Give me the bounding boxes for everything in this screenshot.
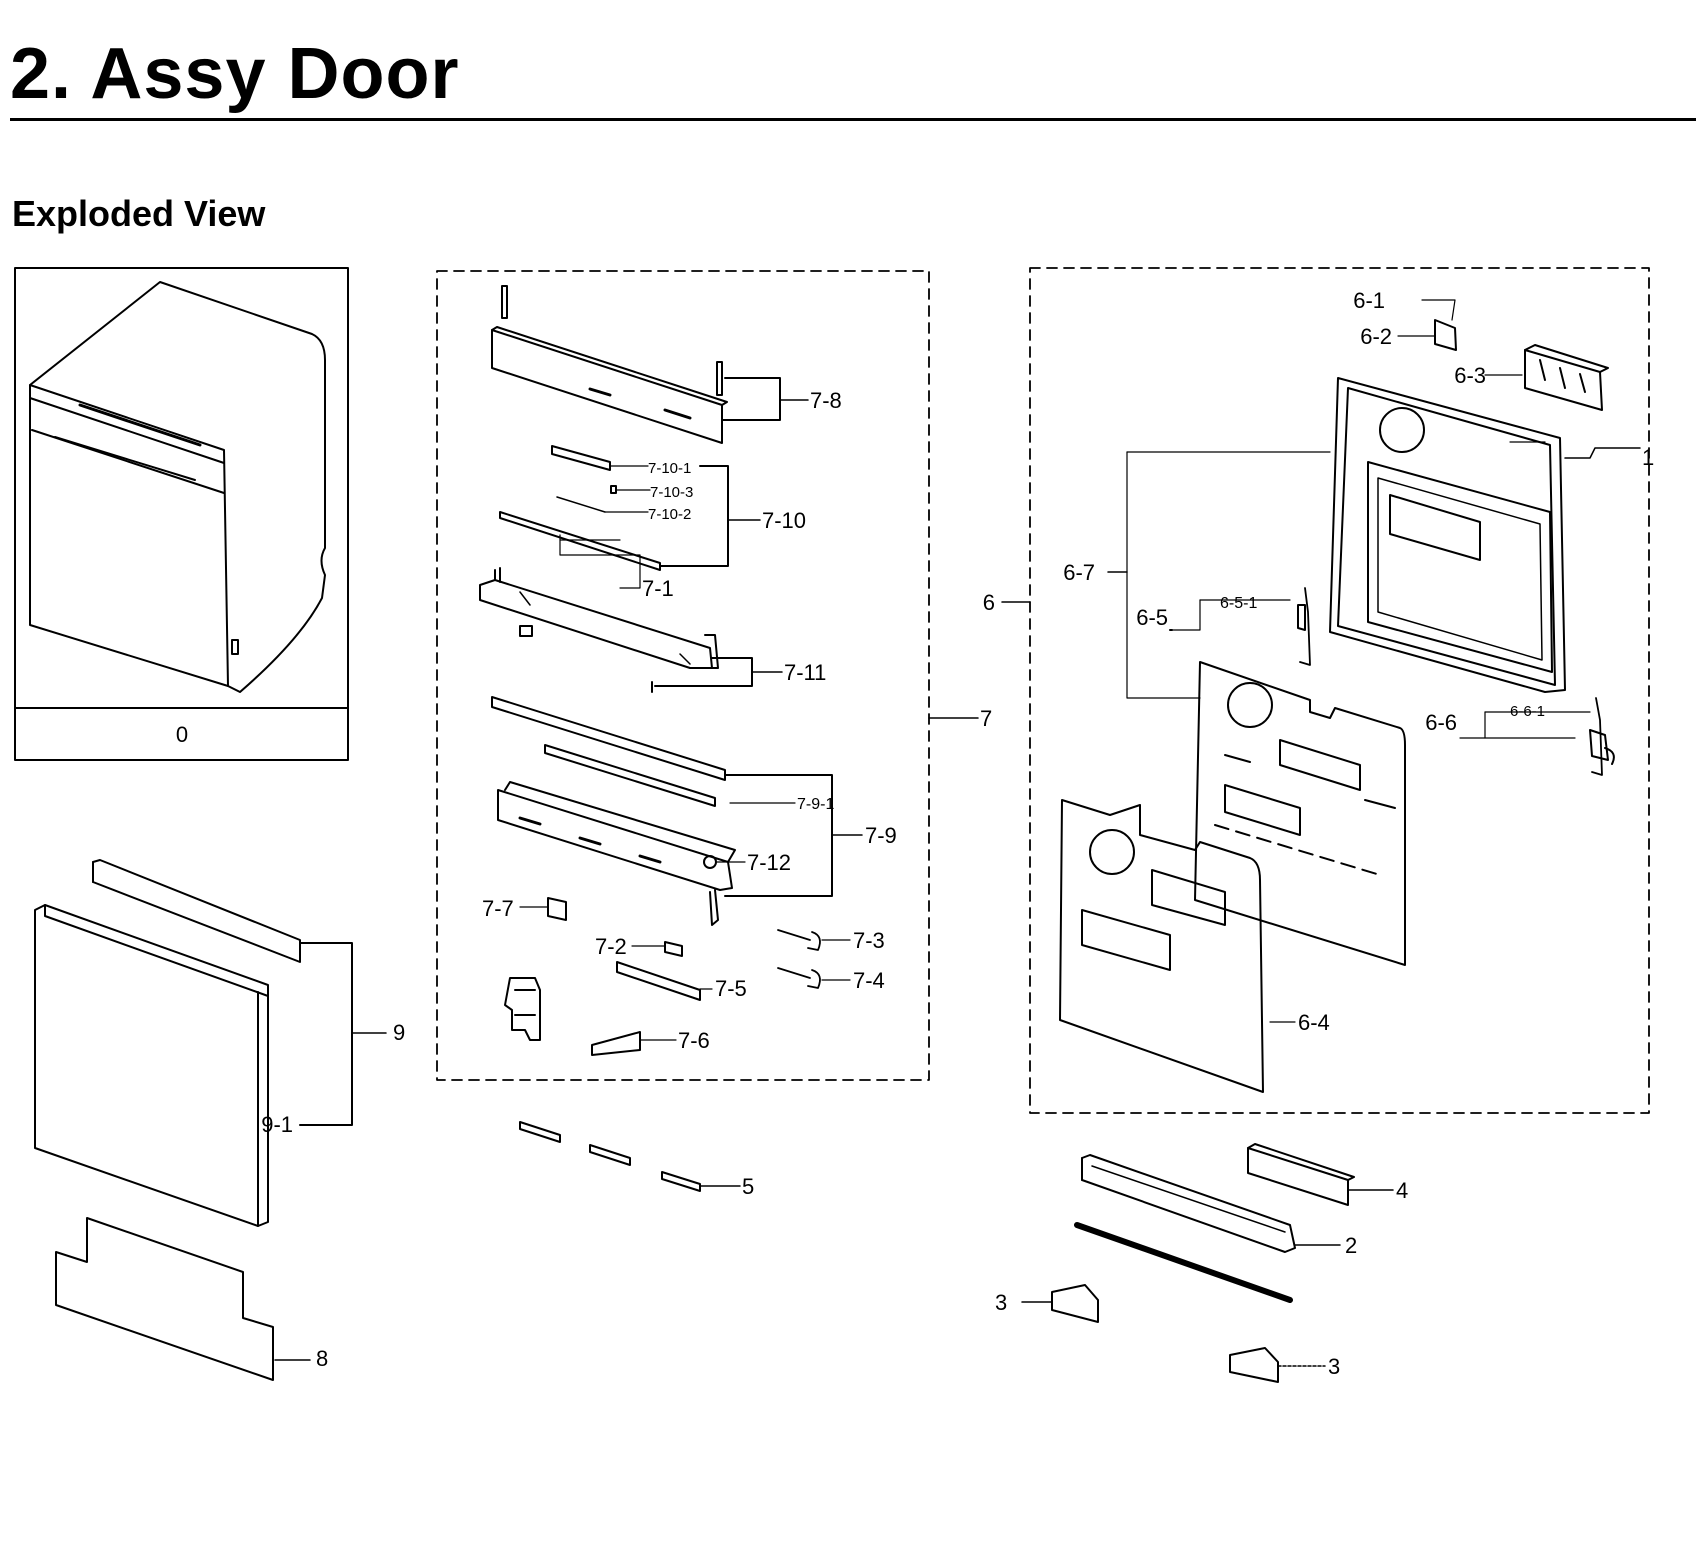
label-7-12: 7-12	[747, 850, 791, 875]
label-5: 5	[742, 1174, 754, 1199]
label-8: 8	[316, 1346, 328, 1371]
label-9: 9	[393, 1020, 405, 1045]
label-6-5: 6-5	[1136, 605, 1168, 630]
label-7-10-3: 7-10-3	[650, 484, 693, 501]
label-7-11: 7-11	[784, 660, 826, 685]
label-4: 4	[1396, 1178, 1408, 1203]
outer-door-group	[34, 859, 387, 1381]
inner-door-group	[1001, 267, 1650, 1114]
label-6-6-1: 6-6-1	[1510, 703, 1545, 720]
overview-panel	[14, 267, 349, 761]
label-6-7: 6-7	[1063, 560, 1095, 585]
label-7-10-2: 7-10-2	[648, 506, 691, 523]
label-6-4: 6-4	[1298, 1010, 1330, 1035]
label-7-3: 7-3	[853, 928, 885, 953]
section-title: Exploded View	[12, 193, 266, 234]
bottom-parts	[1021, 1143, 1394, 1383]
title-divider	[10, 118, 1696, 121]
label-3-left: 3	[995, 1290, 1007, 1315]
overview-caption: 0	[176, 722, 188, 747]
label-7-7: 7-7	[482, 896, 514, 921]
label-7-9: 7-9	[865, 823, 897, 848]
label-7-9-1: 7-9-1	[797, 796, 834, 813]
label-7-4: 7-4	[853, 968, 885, 993]
label-7-1: 7-1	[642, 576, 674, 601]
door-top-trim	[92, 859, 301, 963]
label-6-3: 6-3	[1454, 363, 1486, 388]
kick-plate	[55, 1217, 274, 1381]
label-6-2: 6-2	[1360, 324, 1392, 349]
label-7-8: 7-8	[810, 388, 842, 413]
label-7-5: 7-5	[715, 976, 747, 1001]
label-3-right: 3	[1328, 1354, 1340, 1379]
clip-parts	[519, 1121, 741, 1192]
dishwasher-overview	[29, 281, 326, 693]
label-7-6: 7-6	[678, 1028, 710, 1053]
label-6-1: 6-1	[1353, 288, 1385, 313]
label-6: 6	[983, 590, 995, 615]
label-7-2: 7-2	[595, 934, 627, 959]
control-panel-group	[436, 270, 979, 1081]
page-title: 2. Assy Door	[10, 34, 460, 114]
label-1: 1	[1642, 445, 1654, 470]
label-7-10-1: 7-10-1	[648, 460, 691, 477]
label-7-10: 7-10	[762, 508, 806, 533]
label-7: 7	[980, 706, 992, 731]
label-2: 2	[1345, 1233, 1357, 1258]
label-6-6: 6-6	[1425, 710, 1457, 735]
label-9-1: 9-1	[261, 1112, 293, 1137]
label-6-5-1: 6-5-1	[1220, 595, 1257, 612]
